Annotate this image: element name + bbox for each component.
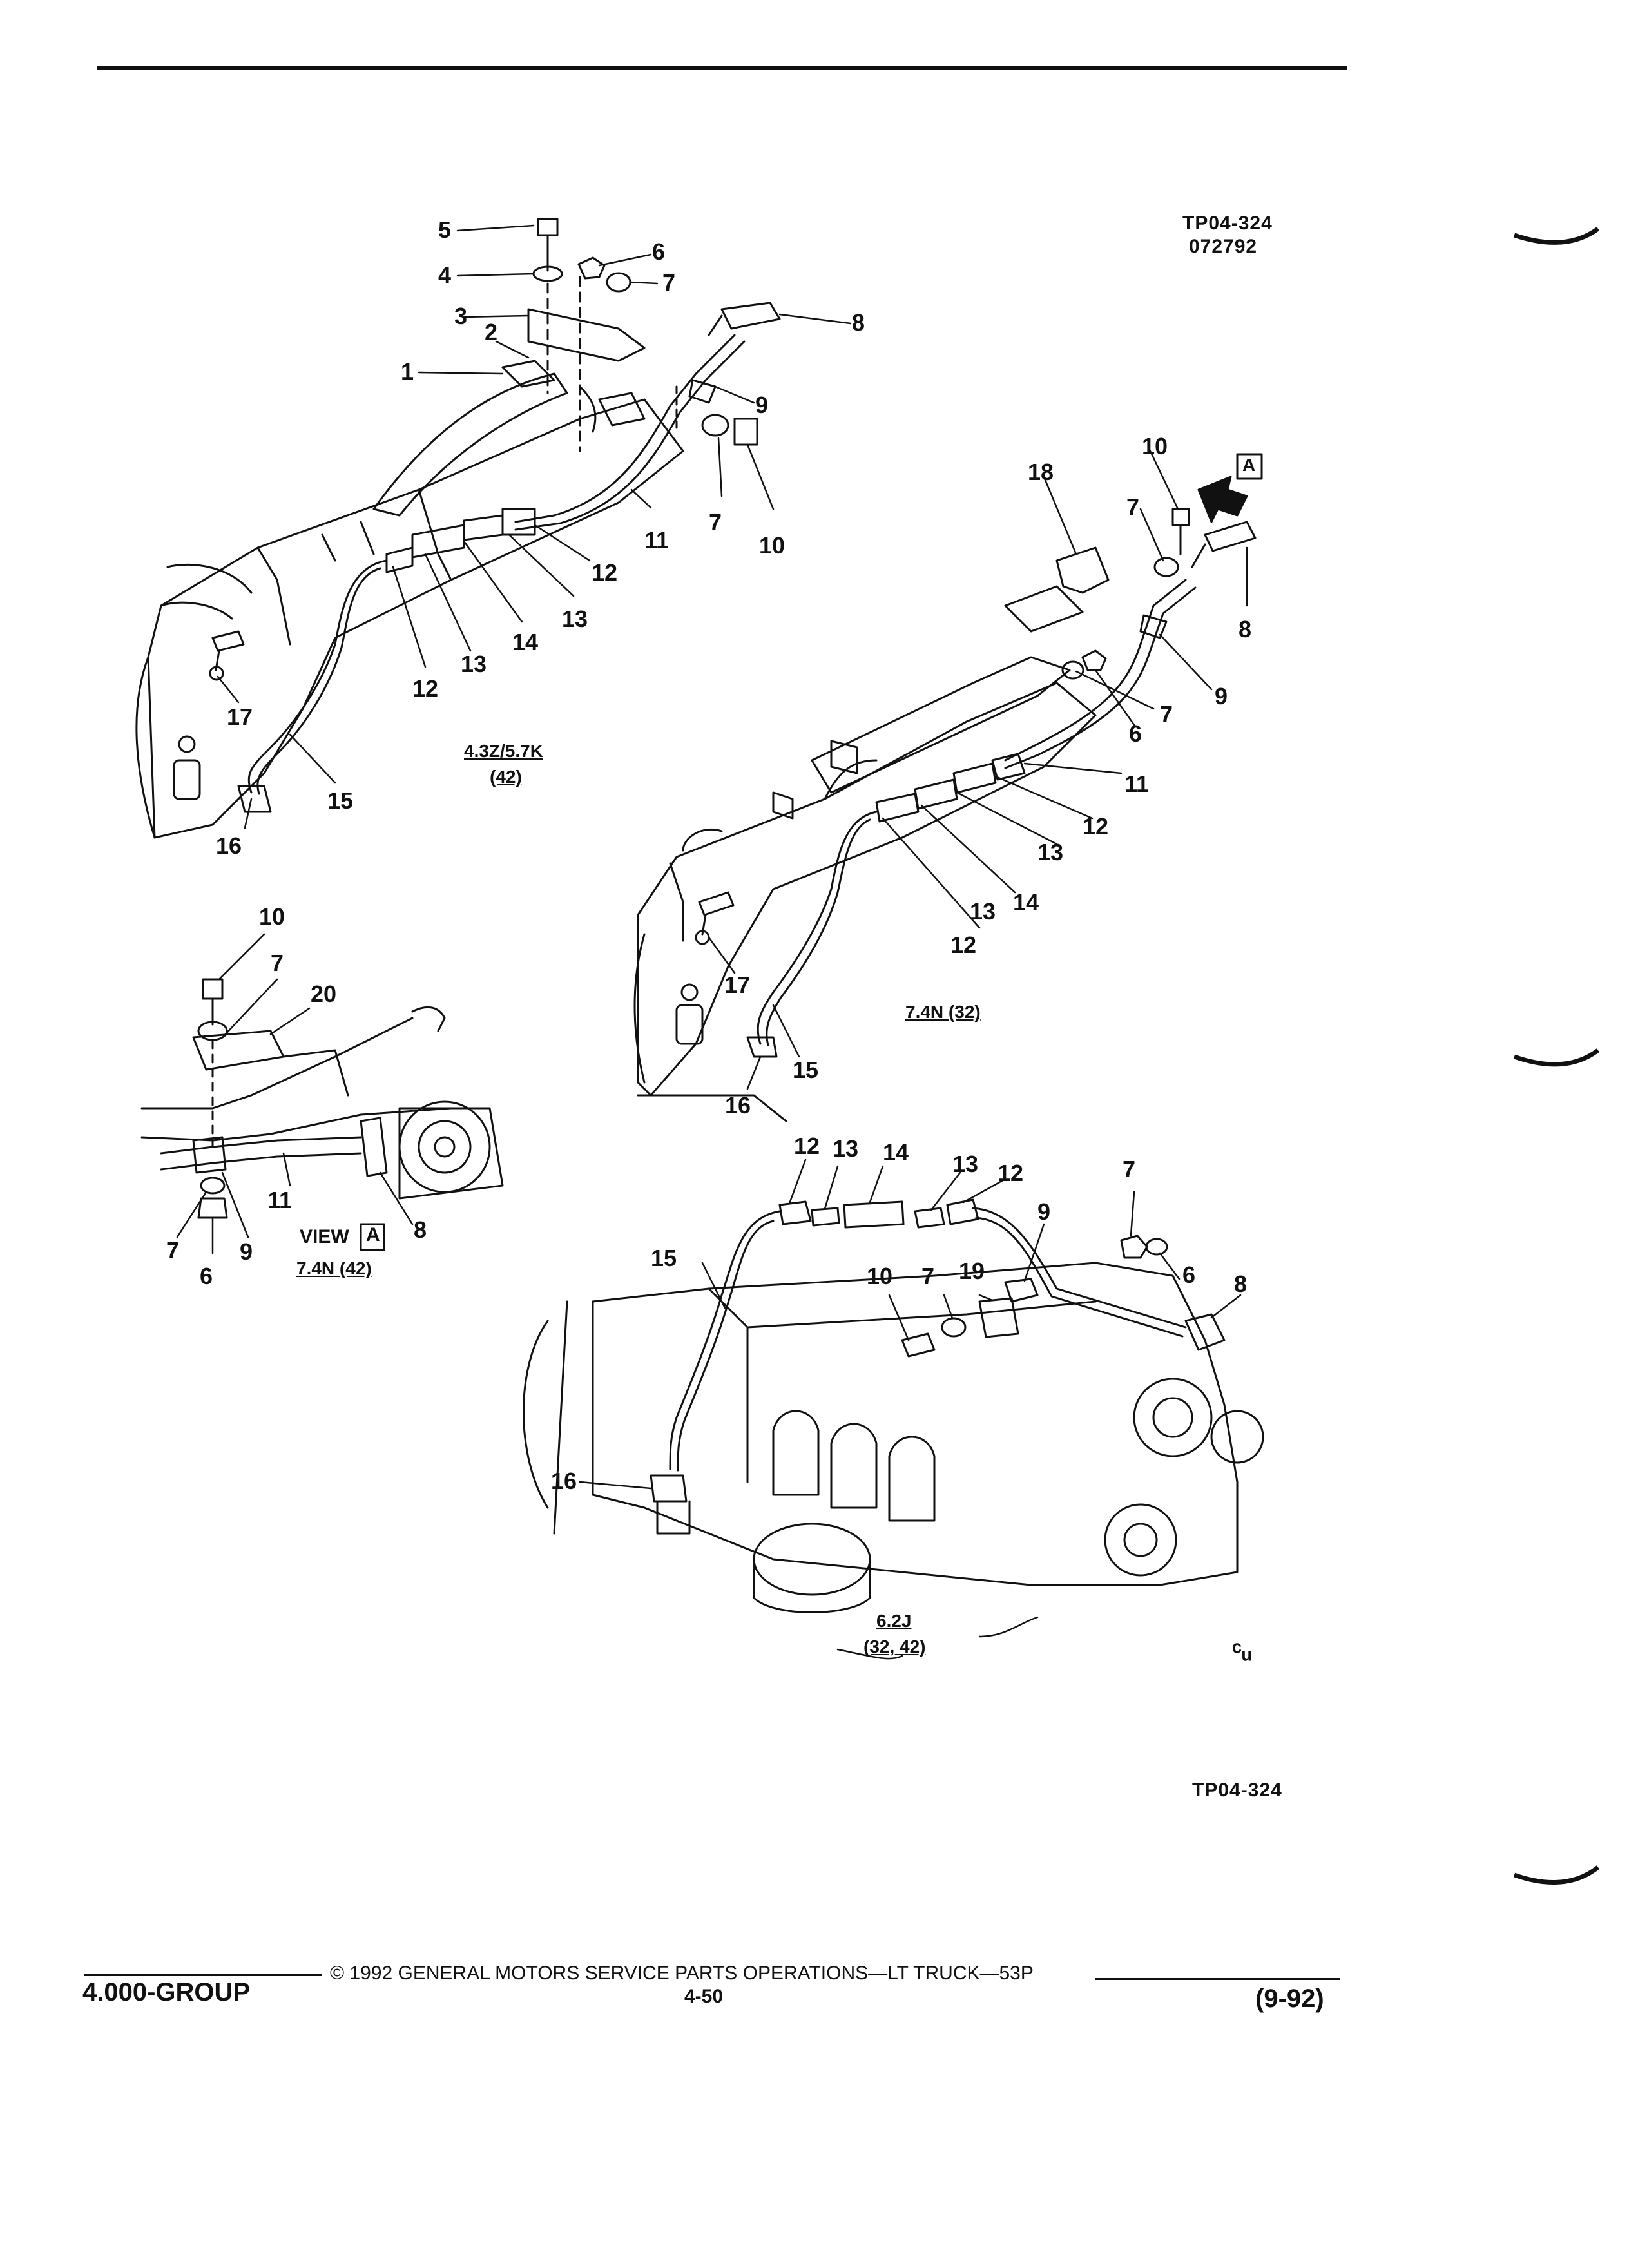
footer-copyright: © 1992 GENERAL MOTORS SERVICE PARTS OPER… bbox=[330, 1963, 1034, 1984]
view2-label: 7.4N (32) bbox=[905, 1002, 981, 1022]
footer-group: 4.000-GROUP bbox=[82, 1978, 251, 2006]
callout-12: 12 bbox=[592, 559, 618, 586]
callout-v2-13b: 13 bbox=[970, 898, 996, 925]
callout-12b: 12 bbox=[412, 675, 439, 702]
callout-7: 7 bbox=[662, 269, 676, 296]
callout-v3-10: 10 bbox=[259, 903, 285, 930]
callout-v4-14: 14 bbox=[883, 1139, 909, 1166]
callout-v2-18: 18 bbox=[1028, 459, 1054, 485]
callout-v2-8: 8 bbox=[1239, 616, 1252, 642]
callout-v4-7: 7 bbox=[1123, 1156, 1136, 1182]
view3-box-letter: A bbox=[366, 1224, 380, 1245]
callout-v2-7b: 7 bbox=[1160, 701, 1173, 727]
callout-15: 15 bbox=[327, 787, 354, 814]
callout-v2-14: 14 bbox=[1013, 889, 1039, 916]
callout-v4-13b: 13 bbox=[952, 1151, 979, 1177]
view-a-box-frame bbox=[361, 1224, 384, 1250]
callout-7b: 7 bbox=[709, 509, 722, 535]
callout-v2-16: 16 bbox=[725, 1092, 751, 1119]
callout-v2-12: 12 bbox=[1083, 813, 1109, 840]
callout-v3-20: 20 bbox=[311, 981, 337, 1007]
callout-v4-12: 12 bbox=[794, 1133, 820, 1159]
callout-5: 5 bbox=[438, 216, 452, 243]
top-rule bbox=[97, 66, 1347, 70]
view3-label: 7.4N (42) bbox=[296, 1258, 372, 1278]
callout-v2-6: 6 bbox=[1129, 720, 1142, 747]
callout-v4-6: 6 bbox=[1182, 1262, 1196, 1288]
callout-v4-16: 16 bbox=[551, 1468, 577, 1494]
callout-14: 14 bbox=[512, 629, 539, 655]
callout-v4-10: 10 bbox=[867, 1263, 893, 1289]
view-4-3z-engine bbox=[137, 219, 780, 838]
view-6-2j-engine bbox=[524, 1200, 1264, 1613]
callout-v4-9: 9 bbox=[1037, 1198, 1051, 1225]
figure-ref-date: 072792 bbox=[1189, 236, 1258, 257]
view3-title: VIEW bbox=[300, 1226, 349, 1247]
callout-v3-11: 11 bbox=[267, 1187, 293, 1213]
callout-v3-7: 7 bbox=[271, 950, 284, 976]
callout-v2-10: 10 bbox=[1142, 433, 1168, 459]
callout-v3-7b: 7 bbox=[166, 1237, 180, 1264]
callout-v4-12b: 12 bbox=[998, 1160, 1024, 1186]
callout-8: 8 bbox=[852, 309, 865, 336]
callout-1: 1 bbox=[401, 358, 414, 385]
footer-ref-code: TP04-324 bbox=[1192, 1780, 1282, 1801]
callout-2: 2 bbox=[485, 319, 498, 345]
view-7-4n-32-engine bbox=[635, 509, 1255, 1121]
callout-v2-13: 13 bbox=[1037, 839, 1064, 865]
footer-rule-right bbox=[1095, 1978, 1340, 1980]
view4-sub: (32, 42) bbox=[863, 1637, 926, 1657]
callout-v2-7: 7 bbox=[1126, 494, 1140, 520]
callout-13: 13 bbox=[562, 606, 588, 632]
callout-v2-15: 15 bbox=[793, 1057, 819, 1083]
arrow-box-frame bbox=[1237, 454, 1262, 479]
callout-v3-8: 8 bbox=[414, 1216, 427, 1243]
callout-v3-6: 6 bbox=[200, 1263, 213, 1289]
view1-sub: (42) bbox=[490, 767, 522, 787]
cu-mark: ᶜᵤ bbox=[1232, 1637, 1251, 1665]
callout-4: 4 bbox=[438, 262, 452, 288]
callout-leader-lines bbox=[177, 226, 1247, 1658]
footer-page-number: 4-50 bbox=[684, 1986, 724, 2007]
view-a-arrow bbox=[1199, 477, 1247, 522]
callout-6: 6 bbox=[652, 238, 666, 265]
callout-17: 17 bbox=[227, 704, 253, 730]
callout-v2-11: 11 bbox=[1124, 771, 1150, 797]
callout-13b: 13 bbox=[461, 651, 487, 677]
callout-11: 11 bbox=[644, 527, 670, 553]
callout-v4-19: 19 bbox=[959, 1258, 985, 1284]
callout-v2-9: 9 bbox=[1215, 683, 1228, 709]
view1-label: 4.3Z/5.7K bbox=[464, 741, 543, 761]
arrow-box-letter: A bbox=[1242, 455, 1256, 475]
callout-3: 3 bbox=[454, 303, 468, 329]
callout-10: 10 bbox=[759, 532, 786, 559]
callout-9: 9 bbox=[755, 392, 769, 418]
footer-rule-left bbox=[84, 1974, 322, 1976]
footer-date: (9-92) bbox=[1255, 1984, 1324, 2013]
callout-16: 16 bbox=[216, 832, 242, 859]
callout-v4-15: 15 bbox=[651, 1245, 677, 1271]
callout-v4-8: 8 bbox=[1234, 1271, 1248, 1297]
figure-ref-code: TP04-324 bbox=[1182, 213, 1273, 234]
view-a-7-4n-42 bbox=[142, 979, 503, 1218]
view4-label: 6.2J bbox=[876, 1611, 912, 1631]
callout-v4-7b: 7 bbox=[921, 1263, 935, 1289]
margin-marks bbox=[1513, 227, 1600, 1885]
callout-v2-17: 17 bbox=[724, 972, 751, 998]
callout-v3-9: 9 bbox=[240, 1238, 253, 1265]
callout-v4-13: 13 bbox=[833, 1135, 859, 1162]
callout-v2-12b: 12 bbox=[950, 932, 977, 958]
